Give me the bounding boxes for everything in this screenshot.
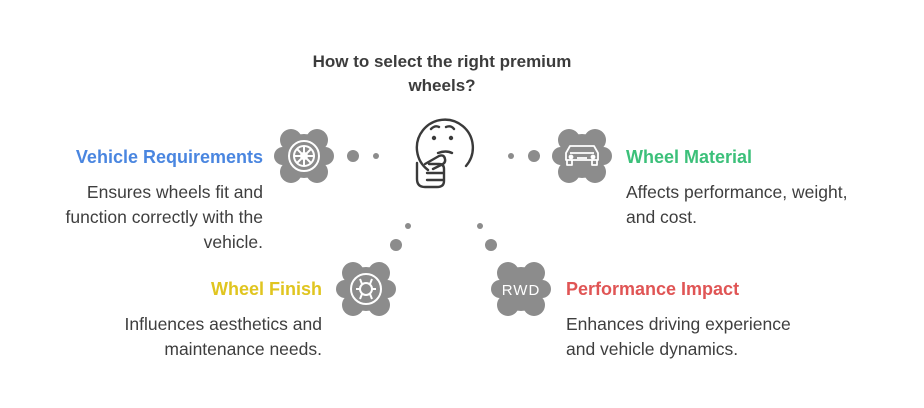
wheel-finish-badge: [336, 262, 396, 316]
wheel-rim-icon: [288, 140, 320, 172]
connector-dots: [347, 150, 540, 251]
wheel-material-heading: Wheel Material: [626, 147, 753, 167]
connector-dot: [485, 239, 497, 251]
wheel-finish-heading: Wheel Finish: [210, 279, 322, 299]
vehicle-requirements-description: Ensures wheels fit and function correctl…: [65, 182, 263, 252]
wheel-material-badge: [552, 129, 612, 183]
blob-shape: [336, 262, 396, 316]
vehicle-requirements-heading: Vehicle Requirements: [75, 147, 263, 167]
car-front-icon: [565, 145, 599, 166]
performance-impact-badge: RWD: [491, 262, 551, 316]
blob-shape: [552, 129, 612, 183]
vehicle-requirements-badge: [274, 129, 334, 183]
blob-shape: [491, 262, 551, 316]
performance-impact-description: Enhances driving experience and vehicle …: [566, 314, 791, 359]
connector-dot: [528, 150, 540, 162]
connector-dot: [390, 239, 402, 251]
connector-dot: [373, 153, 379, 159]
connector-dot: [405, 223, 411, 229]
connector-dot: [508, 153, 514, 159]
connector-dot: [347, 150, 359, 162]
wheel-material-description: Affects performance, weight, and cost.: [626, 182, 848, 227]
wheel-finish-description: Influences aesthetics and maintenance ne…: [124, 314, 323, 359]
wheel-hub-icon: [350, 273, 382, 305]
rwd-icon: RWD: [502, 282, 541, 299]
diagram-title: How to select the right premium wheels?: [312, 52, 572, 95]
thinking-face-icon: [415, 118, 475, 189]
performance-impact-heading: Performance Impact: [566, 279, 740, 299]
connector-dot: [477, 223, 483, 229]
